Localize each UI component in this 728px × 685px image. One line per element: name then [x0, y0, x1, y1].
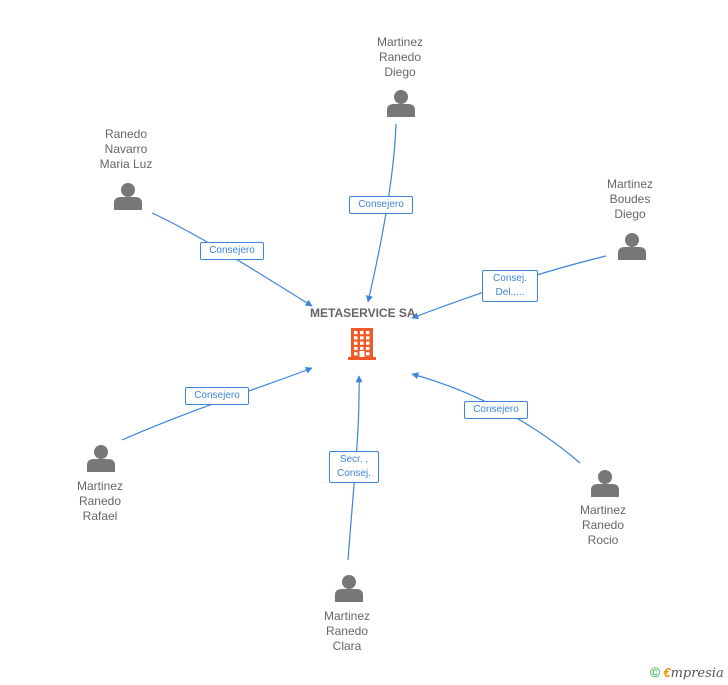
relation-badge[interactable]: Consejero: [349, 196, 413, 214]
person-name-line: Diego: [614, 207, 646, 221]
person-name-line: Diego: [384, 65, 416, 79]
person-name-line: Martinez: [579, 503, 626, 517]
person-name-line: Clara: [332, 639, 362, 653]
person-name-line: Martinez: [606, 177, 653, 191]
person-name-line: Martinez: [376, 35, 423, 49]
relation-text: Consej.: [337, 468, 371, 479]
person-icon[interactable]: [387, 90, 415, 117]
relation-badge[interactable]: Consej. Del.,...: [482, 270, 538, 302]
person-name-line: Navarro: [104, 142, 148, 156]
person-name-line: Ranedo: [78, 494, 122, 508]
person-name-line: Ranedo: [378, 50, 422, 64]
relation-text: Secr. ,: [339, 454, 369, 465]
person-name-line: Martinez: [323, 609, 370, 623]
brand-name: mpresia: [670, 666, 724, 681]
relation-text: Del.,...: [495, 287, 525, 298]
person-icon[interactable]: [335, 575, 363, 602]
person-icon[interactable]: [618, 233, 646, 260]
person-icon[interactable]: [114, 183, 142, 210]
building-icon[interactable]: [348, 328, 376, 360]
relation-text: Consej.: [493, 273, 527, 284]
person-name-line: Ranedo: [104, 127, 148, 141]
person-name-line: Rafael: [82, 509, 118, 523]
person-name-line: Ranedo: [325, 624, 369, 638]
brand-initial: €: [663, 665, 671, 680]
relation-text: Consejero: [358, 199, 404, 210]
relation-text: Consejero: [473, 404, 519, 415]
person-name-line: Rocio: [587, 533, 619, 547]
relation-text: Consejero: [209, 245, 255, 256]
relation-badge[interactable]: Consejero: [464, 401, 528, 419]
relation-badge[interactable]: Consejero: [200, 242, 264, 260]
person-name-line: Martinez: [76, 479, 123, 493]
person-name-line: Maria Luz: [99, 157, 153, 171]
person-name-line: Ranedo: [581, 518, 625, 532]
person-icon[interactable]: [87, 445, 115, 472]
person-icon[interactable]: [591, 470, 619, 497]
relation-text: Consejero: [194, 390, 240, 401]
person-name-line: Boudes: [609, 192, 651, 206]
relation-badge[interactable]: Secr. , Consej.: [329, 451, 379, 483]
relation-badge[interactable]: Consejero: [185, 387, 249, 405]
edge-p1: [366, 123, 397, 303]
company-name[interactable]: METASERVICE SA: [310, 306, 416, 320]
copyright-symbol: ©: [650, 664, 661, 680]
footer-brand[interactable]: ©€mpresia: [650, 664, 724, 681]
person-icons-layer: [87, 90, 646, 602]
